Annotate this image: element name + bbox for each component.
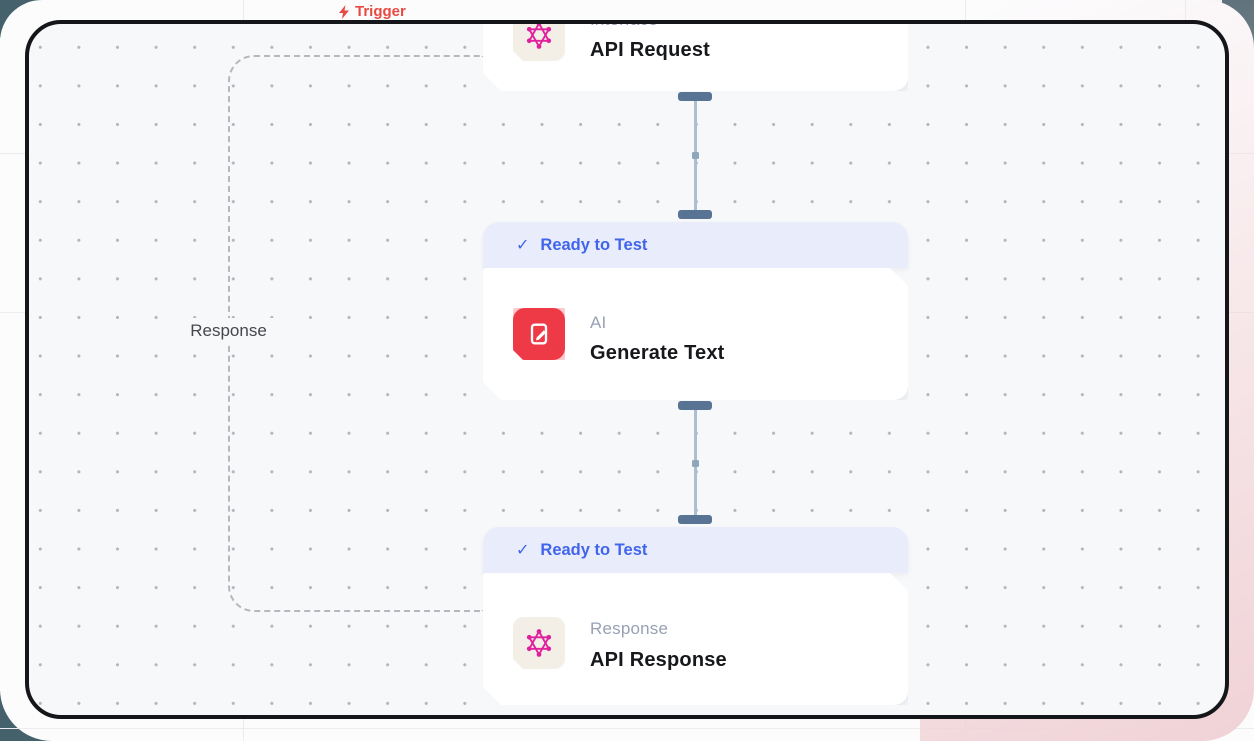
graphql-hexagram-icon [524,628,554,658]
trigger-tag-label: Trigger [355,3,406,20]
node-title: API Response [590,649,727,671]
edit-text-icon [525,320,553,348]
node-title: Generate Text [590,342,725,364]
trigger-tag[interactable]: Trigger [339,3,406,20]
node-api-response[interactable]: Response API Response [483,573,908,705]
input-port[interactable] [678,515,712,524]
node-category: AI [590,313,607,332]
output-port[interactable] [678,401,712,410]
node-api-request[interactable]: Interface API Request [483,20,908,91]
output-port[interactable] [678,92,712,101]
lightning-bolt-icon [339,4,349,19]
graphql-hexagram-icon [524,20,554,50]
response-loop-label: Response [180,318,277,344]
graphql-hexagram-icon [513,617,565,669]
workflow-canvas[interactable]: Response Interface API Request [25,20,1229,719]
node-generate-text[interactable]: AI Generate Text [483,268,908,400]
add-step-handle[interactable] [691,460,699,467]
status-badge-label: Ready to Test [540,540,648,559]
check-icon: ✓ [516,237,530,254]
check-icon: ✓ [516,542,530,559]
graphql-hexagram-icon [513,20,565,61]
input-port[interactable] [678,210,712,219]
status-badge: ✓ Ready to Test [483,527,908,573]
status-badge-label: Ready to Test [540,235,648,254]
add-step-handle[interactable] [691,152,699,159]
node-category: Response [590,619,669,638]
node-title: API Request [590,39,711,61]
edit-text-icon [513,308,565,360]
background-gridline [0,728,1254,729]
node-category: Interface [590,20,658,30]
status-badge: ✓ Ready to Test [483,222,908,268]
